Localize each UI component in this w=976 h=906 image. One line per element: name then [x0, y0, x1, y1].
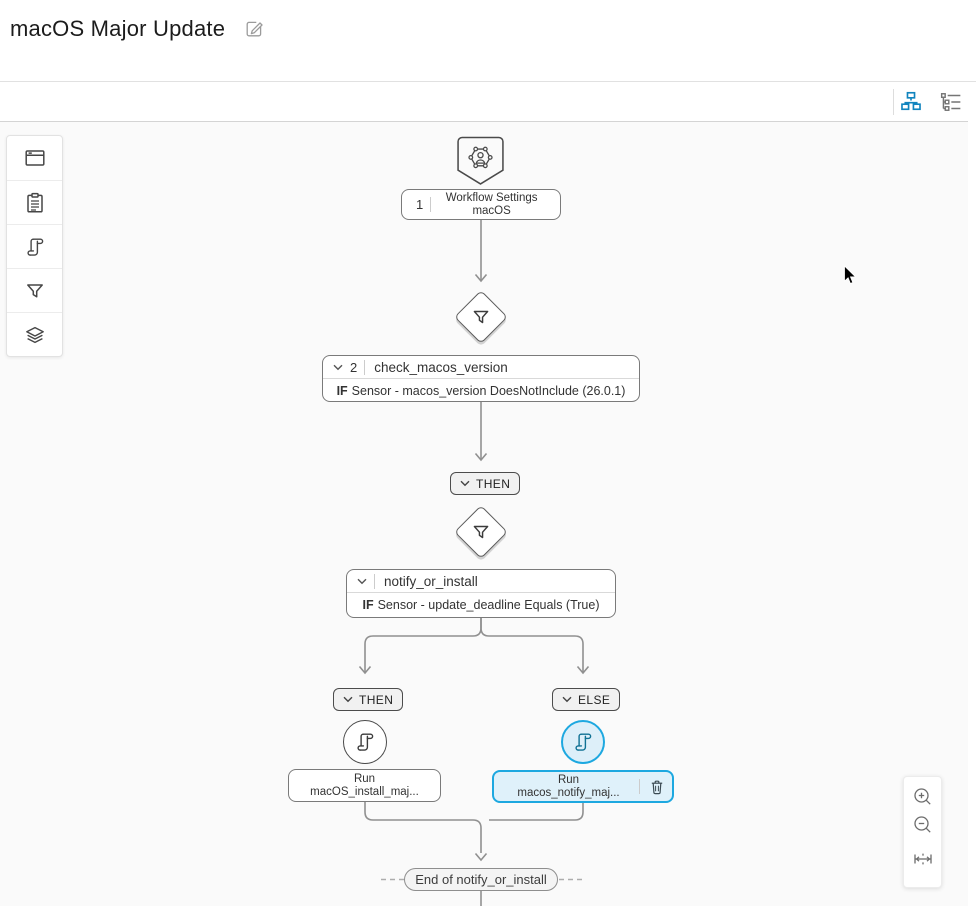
action-node-notify-selected[interactable]: [561, 720, 605, 764]
chevron-down-icon[interactable]: [357, 578, 367, 585]
chevron-down-icon[interactable]: [333, 364, 343, 371]
chevron-down-icon: [562, 696, 572, 703]
condition-box-check-macos-version[interactable]: 2 check_macos_version IF Sensor - macos_…: [322, 355, 640, 402]
end-of-branch-node: End of notify_or_install: [404, 868, 558, 891]
zoom-in-icon: [913, 788, 931, 805]
condition-expression: IF Sensor - macos_version DoesNotInclude…: [336, 383, 626, 398]
condition-diamond-check-macos-version[interactable]: [453, 289, 509, 345]
then-branch-badge[interactable]: THEN: [450, 472, 521, 495]
then-branch-badge[interactable]: THEN: [333, 688, 404, 711]
zoom-out-icon: [913, 816, 931, 833]
condition-header[interactable]: notify_or_install: [347, 570, 615, 593]
zoom-controls: [903, 776, 942, 888]
workflow-settings-node[interactable]: [456, 136, 505, 187]
page-header: macOS Major Update: [0, 0, 976, 82]
flow-view-button[interactable]: [899, 90, 923, 114]
divider: [364, 359, 366, 375]
fit-to-screen-icon: [913, 853, 932, 865]
org-chart-icon: [901, 91, 921, 111]
else-branch-badge[interactable]: ELSE: [552, 688, 621, 711]
scroll-icon: [575, 733, 592, 751]
toolbar-divider: [893, 89, 894, 115]
workflow-settings-box[interactable]: 1 Workflow Settings macOS: [401, 189, 561, 220]
run-notify-box-selected[interactable]: Run macos_notify_maj...: [492, 770, 674, 803]
filter-icon: [473, 525, 489, 539]
node-palette: [6, 135, 63, 357]
condition-name: notify_or_install: [384, 573, 478, 589]
divider: [430, 197, 432, 212]
settings-label: Workflow Settings macOS: [445, 191, 538, 217]
divider: [374, 573, 375, 589]
palette-item-clipboard[interactable]: [7, 180, 62, 224]
chevron-down-icon: [460, 480, 470, 487]
window-icon: [24, 150, 45, 166]
outline-list-icon: [940, 93, 961, 111]
palette-item-layers[interactable]: [7, 312, 62, 356]
scroll-icon: [357, 733, 374, 751]
edit-title-button[interactable]: [244, 19, 264, 39]
if-label: IF: [336, 383, 348, 398]
divider: [639, 779, 640, 794]
if-label: IF: [362, 597, 374, 612]
condition-expression: IF Sensor - update_deadline Equals (True…: [362, 597, 600, 612]
zoom-out-button[interactable]: [910, 812, 936, 838]
trash-icon: [651, 780, 663, 794]
filter-icon: [26, 283, 43, 298]
layers-icon: [25, 326, 44, 343]
action-node-install[interactable]: [343, 720, 387, 764]
condition-box-notify-or-install[interactable]: notify_or_install IF Sensor - update_dea…: [346, 569, 616, 618]
scroll-icon: [26, 238, 43, 256]
list-view-button[interactable]: [939, 90, 963, 114]
palette-item-filter[interactable]: [7, 268, 62, 312]
mouse-cursor: [844, 265, 857, 285]
run-install-box[interactable]: Run macOS_install_maj...: [288, 769, 441, 802]
palette-item-window[interactable]: [7, 136, 62, 180]
condition-diamond-notify-or-install[interactable]: [453, 504, 509, 560]
edit-icon: [246, 21, 263, 37]
palette-item-script[interactable]: [7, 224, 62, 268]
clipboard-icon: [26, 192, 43, 213]
settings-shield-icon: [457, 136, 504, 185]
workflow-editor: 1 Workflow Settings macOS 2 check_macos_: [0, 82, 968, 906]
filter-icon: [473, 310, 489, 324]
condition-name: check_macos_version: [374, 359, 508, 375]
condition-header[interactable]: 2 check_macos_version: [323, 356, 639, 379]
fit-to-screen-button[interactable]: [910, 846, 936, 872]
run-label: Run macOS_install_maj...: [310, 772, 419, 798]
step-number: 1: [416, 197, 424, 212]
run-label: Run macos_notify_maj...: [517, 773, 620, 799]
delete-node-button[interactable]: [646, 776, 668, 798]
step-number: 2: [350, 359, 358, 375]
view-toolbar: [0, 82, 968, 122]
zoom-in-button[interactable]: [910, 784, 936, 810]
workflow-canvas[interactable]: 1 Workflow Settings macOS 2 check_macos_: [0, 122, 968, 906]
page-title: macOS Major Update: [10, 16, 226, 41]
chevron-down-icon: [343, 696, 353, 703]
